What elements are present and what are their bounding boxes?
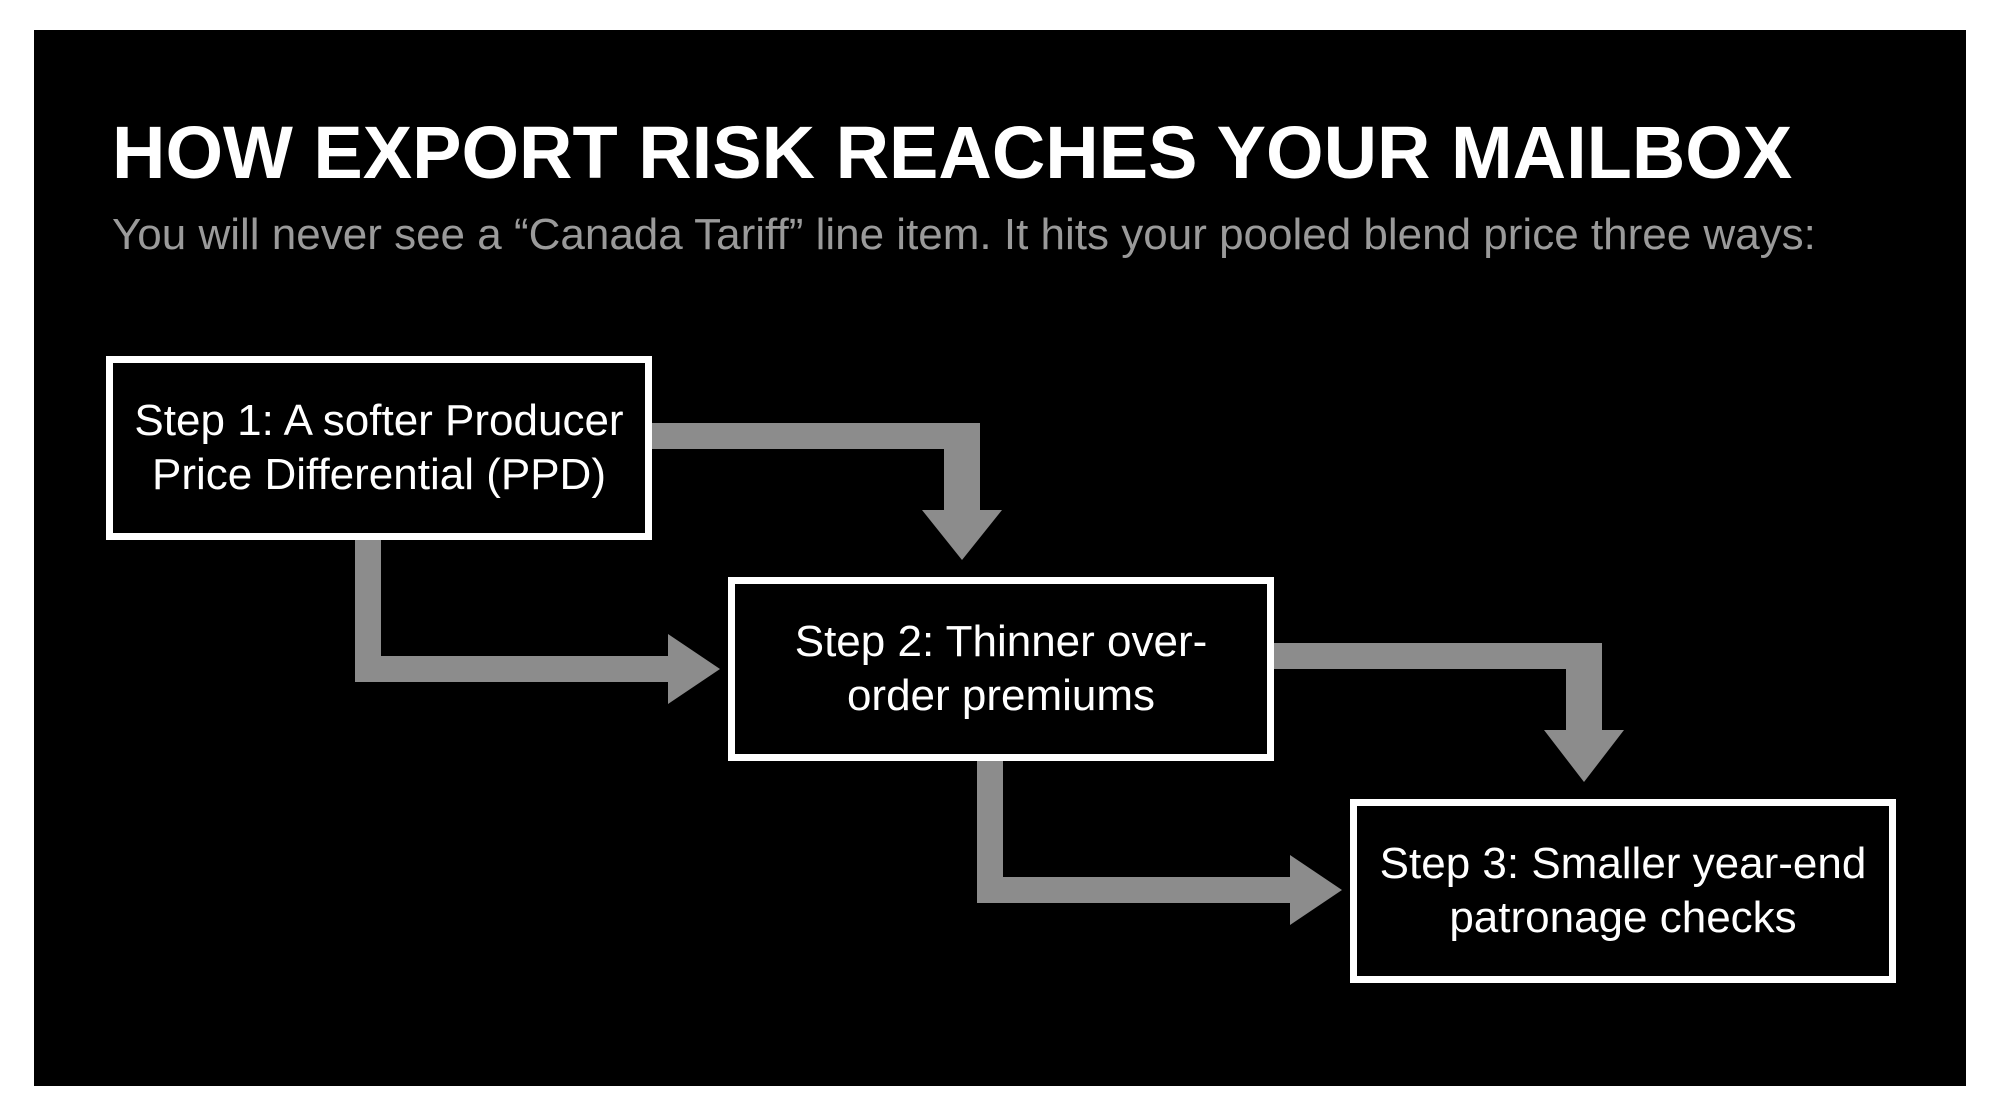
step-2-label: Step 2: Thinner over-order premiums bbox=[794, 617, 1208, 720]
connector-step1-to-step2-side bbox=[355, 540, 720, 704]
slide-subtitle: You will never see a “Canada Tariff” lin… bbox=[112, 210, 1816, 259]
slide: HOW EXPORT RISK REACHES YOUR MAILBOX You… bbox=[34, 30, 1966, 1086]
connector-step2-to-step3-side bbox=[977, 761, 1342, 925]
slide-title: HOW EXPORT RISK REACHES YOUR MAILBOX bbox=[112, 111, 1793, 194]
step-3-label: Step 3: Smaller year-end patronage check… bbox=[1379, 839, 1867, 942]
step-2-box: Step 2: Thinner over-order premiums bbox=[728, 577, 1274, 761]
flow-connectors bbox=[355, 423, 1624, 925]
connector-step1-to-step2-top bbox=[652, 423, 1002, 560]
step-1-label: Step 1: A softer Producer Price Differen… bbox=[134, 396, 624, 499]
connector-step2-to-step3-top bbox=[1274, 643, 1624, 782]
step-1-box: Step 1: A softer Producer Price Differen… bbox=[106, 356, 652, 540]
step-3-box: Step 3: Smaller year-end patronage check… bbox=[1350, 799, 1896, 983]
